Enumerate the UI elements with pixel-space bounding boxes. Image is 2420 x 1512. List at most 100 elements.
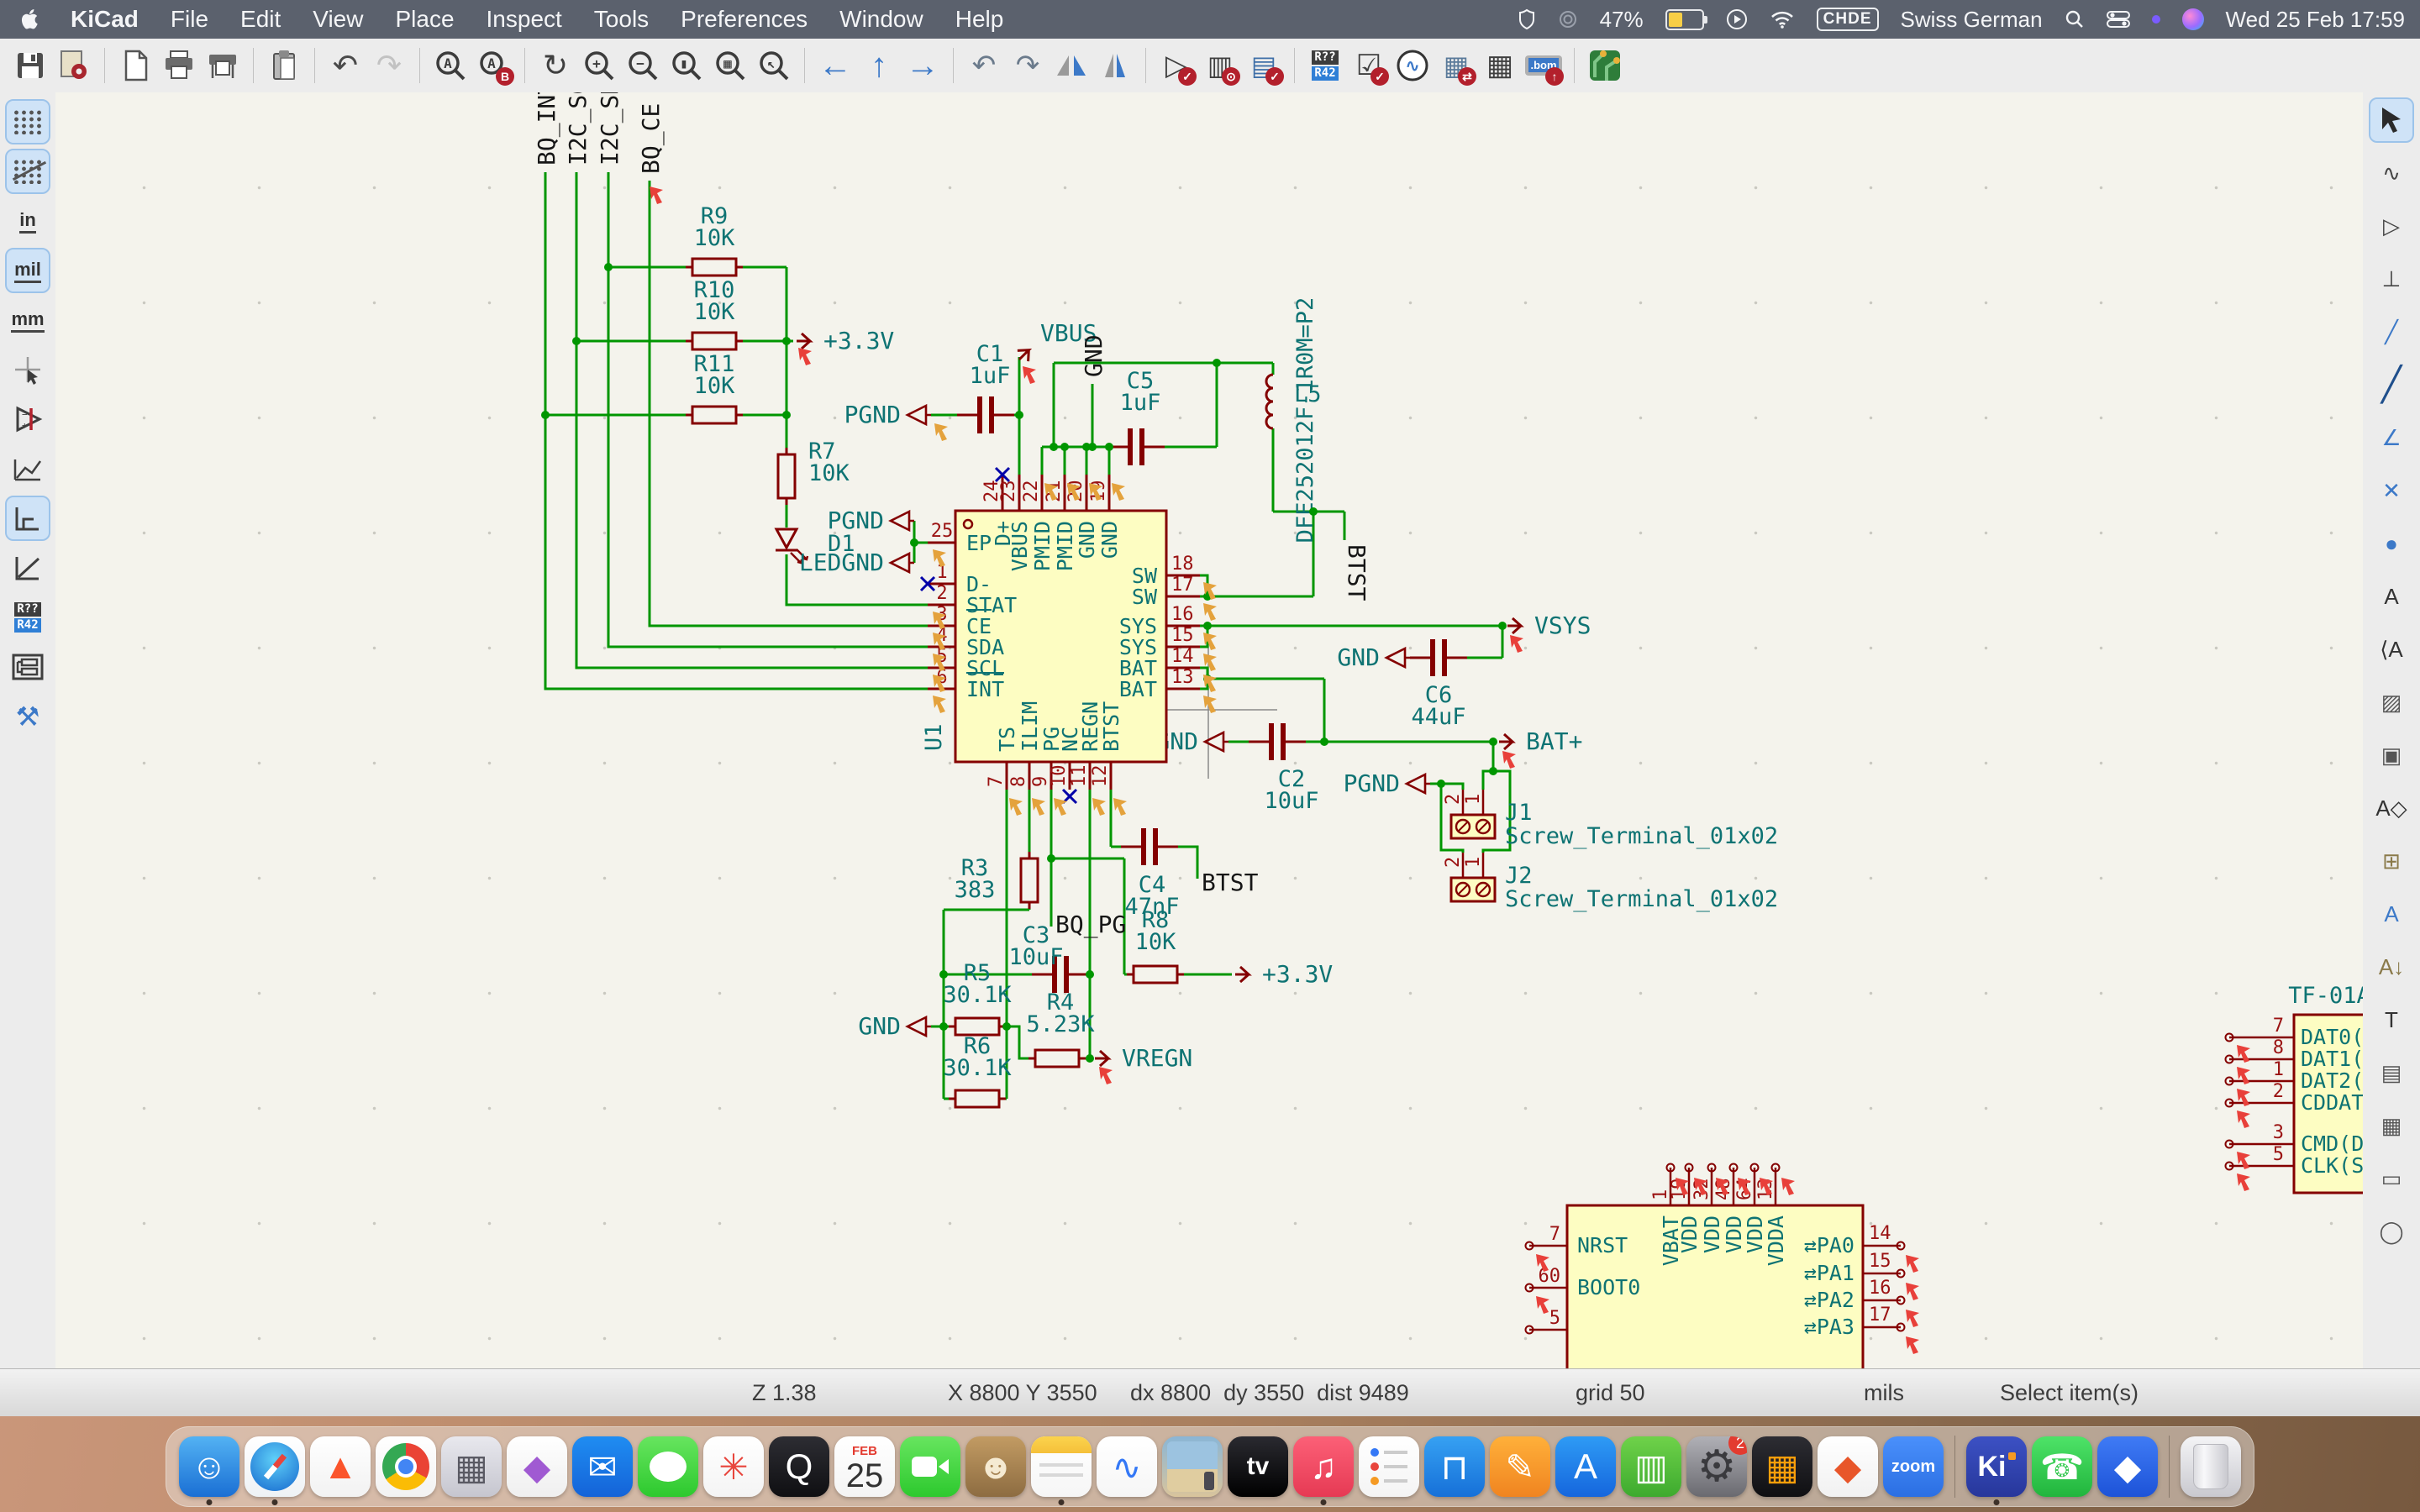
dock-system-settings[interactable]: ⚙2 [1684, 1427, 1749, 1506]
shield-icon[interactable] [1518, 8, 1536, 30]
global-label-arrow-VREGN[interactable] [1095, 1051, 1108, 1066]
dock-trash-icon[interactable] [2181, 1436, 2241, 1497]
plot-button[interactable] [201, 44, 245, 87]
resistor[interactable] [1021, 858, 1038, 902]
nav-up-button[interactable]: ↑ [857, 44, 901, 87]
dock-quicktime-icon[interactable]: Q [769, 1436, 829, 1497]
units-inches-button[interactable]: in [7, 200, 49, 242]
export-bom-button[interactable]: .bom↑ [1522, 44, 1565, 87]
dock-color-picker[interactable]: ◆ [504, 1427, 570, 1506]
wire[interactable] [1178, 847, 1197, 879]
resistor[interactable] [1134, 966, 1177, 983]
dock-apple-tv-icon[interactable]: tv [1228, 1436, 1288, 1497]
draw-bus-button[interactable]: ╱ [2370, 364, 2412, 406]
text-box-button[interactable]: ▤ [2370, 1052, 2412, 1094]
dock-calculator[interactable]: ▦ [1749, 1427, 1815, 1506]
capacitor[interactable] [1442, 639, 1447, 676]
menu-clock[interactable]: Wed 25 Feb 17:59 [2226, 7, 2405, 33]
dock-launchpad[interactable]: ▦ [439, 1427, 504, 1506]
capacitor[interactable] [1430, 639, 1435, 676]
draw-sheet-pin-button[interactable]: A [2370, 893, 2412, 935]
resistor[interactable] [778, 454, 795, 498]
circle-button[interactable]: ◯ [2370, 1210, 2412, 1252]
dock-zoom-icon[interactable]: zoom [1883, 1436, 1944, 1497]
zoom-fit-button[interactable]: ▮ [665, 44, 708, 87]
capacitor[interactable] [977, 396, 982, 433]
annotate-button[interactable]: R??R42 [1303, 44, 1347, 87]
units-mm-button[interactable]: mm [7, 299, 49, 341]
draw-45-lines-button[interactable] [7, 547, 49, 589]
dock-photo-file-icon[interactable] [1162, 1436, 1223, 1497]
hierarchical-sheet-button[interactable]: ▣ [2370, 734, 2412, 776]
select-tool-button[interactable] [2370, 99, 2412, 141]
menu-window[interactable]: Window [839, 6, 923, 33]
zoom-selection-button[interactable]: ↖ [752, 44, 796, 87]
menu-place[interactable]: Place [395, 6, 454, 33]
zoom-objects-button[interactable]: ▦ [708, 44, 752, 87]
table-button[interactable]: ▦ [2370, 1105, 2412, 1147]
capacitor[interactable] [1153, 828, 1158, 865]
undo-button[interactable]: ↶ [324, 44, 367, 87]
netclass-directive-button[interactable]: A◇ [2370, 787, 2412, 829]
refresh-view-button[interactable]: ↻ [534, 44, 577, 87]
dock-whatsapp[interactable]: ☎ [2029, 1427, 2095, 1506]
control-center-icon[interactable] [2107, 9, 2130, 29]
dock-finder[interactable]: ☺ [176, 1427, 242, 1506]
dock-whatsapp-icon[interactable]: ☎ [2032, 1436, 2092, 1497]
global-label-arrow-VSYS[interactable] [1507, 618, 1521, 633]
dock-notes-icon[interactable] [1031, 1436, 1092, 1497]
wifi-icon[interactable] [1770, 9, 1795, 29]
dock-finder-icon[interactable]: ☺ [179, 1436, 239, 1497]
status-grid[interactable]: grid 50 [1576, 1380, 1645, 1406]
led-D1[interactable] [776, 529, 797, 548]
schematic-canvas[interactable]: PGNDPGNDLEDGNDGNDGNDPGNDGND+3.3V+3.3VVRE… [55, 92, 2363, 1369]
draw-free-angle-button[interactable] [7, 448, 49, 490]
simulator-button[interactable]: ∿ [1391, 44, 1434, 87]
symbol-fields-table-button[interactable]: ▦ [1478, 44, 1522, 87]
dock-color-picker-icon[interactable]: ◆ [507, 1436, 567, 1497]
erc-button[interactable]: ☑✓ [1347, 44, 1391, 87]
dock-pages-icon[interactable]: ✎ [1490, 1436, 1550, 1497]
dock-music-icon[interactable]: ♫ [1293, 1436, 1354, 1497]
menu-edit[interactable]: Edit [240, 6, 281, 33]
power-flag-PGND[interactable] [891, 512, 914, 530]
dock-keynote-icon[interactable]: ⊓ [1424, 1436, 1485, 1497]
dock-photos[interactable]: ✳ [701, 1427, 766, 1506]
dock-safari-icon[interactable] [245, 1436, 305, 1497]
dock-brave[interactable]: ▲ [308, 1427, 373, 1506]
global-label-button[interactable]: ⟨A [2370, 628, 2412, 670]
dock-avg-icon[interactable]: ◆ [1818, 1436, 1878, 1497]
units-mils-button[interactable]: mil [7, 249, 49, 291]
assign-footprints-button[interactable]: ▦⇄ [1434, 44, 1478, 87]
now-playing-icon[interactable] [1726, 8, 1748, 30]
dock-brave-icon[interactable]: ▲ [310, 1436, 371, 1497]
dock-freeform[interactable]: ∿ [1094, 1427, 1160, 1506]
page-settings-button[interactable] [113, 44, 157, 87]
global-label-arrow-+3.3V[interactable] [797, 333, 810, 349]
pcb-editor-button[interactable] [1583, 44, 1627, 87]
spotlight-icon[interactable] [2065, 9, 2085, 29]
resistor[interactable] [955, 1018, 999, 1035]
rectangle-button[interactable]: ▭ [2370, 1158, 2412, 1200]
dock-numbers-icon[interactable]: ▥ [1621, 1436, 1681, 1497]
dock-avg[interactable]: ◆ [1815, 1427, 1881, 1506]
sync-sheet-pins-button[interactable]: A↓ [2370, 946, 2412, 988]
wire[interactable] [545, 172, 928, 689]
find-button[interactable]: A [429, 44, 472, 87]
inductor-L5[interactable] [1266, 375, 1273, 428]
dock-photos-icon[interactable]: ✳ [703, 1436, 764, 1497]
capacitor[interactable] [989, 396, 994, 433]
dock-contacts[interactable]: ☻ [963, 1427, 1028, 1506]
place-power-port-button[interactable]: ⊥ [2370, 258, 2412, 300]
resistor[interactable] [692, 259, 736, 276]
capacitor[interactable] [1269, 723, 1274, 760]
save-button[interactable] [8, 44, 52, 87]
text-button[interactable]: T [2370, 999, 2412, 1041]
import-sheet-pin-button[interactable]: ⊞ [2370, 840, 2412, 882]
battery-icon[interactable] [1665, 9, 1704, 30]
redo-button[interactable]: ↷ [367, 44, 411, 87]
draw-wire-button[interactable]: ╱ [2370, 311, 2412, 353]
wire[interactable] [1007, 1026, 1028, 1058]
dock-system-settings-icon[interactable]: ⚙2 [1686, 1436, 1747, 1497]
print-button[interactable] [157, 44, 201, 87]
